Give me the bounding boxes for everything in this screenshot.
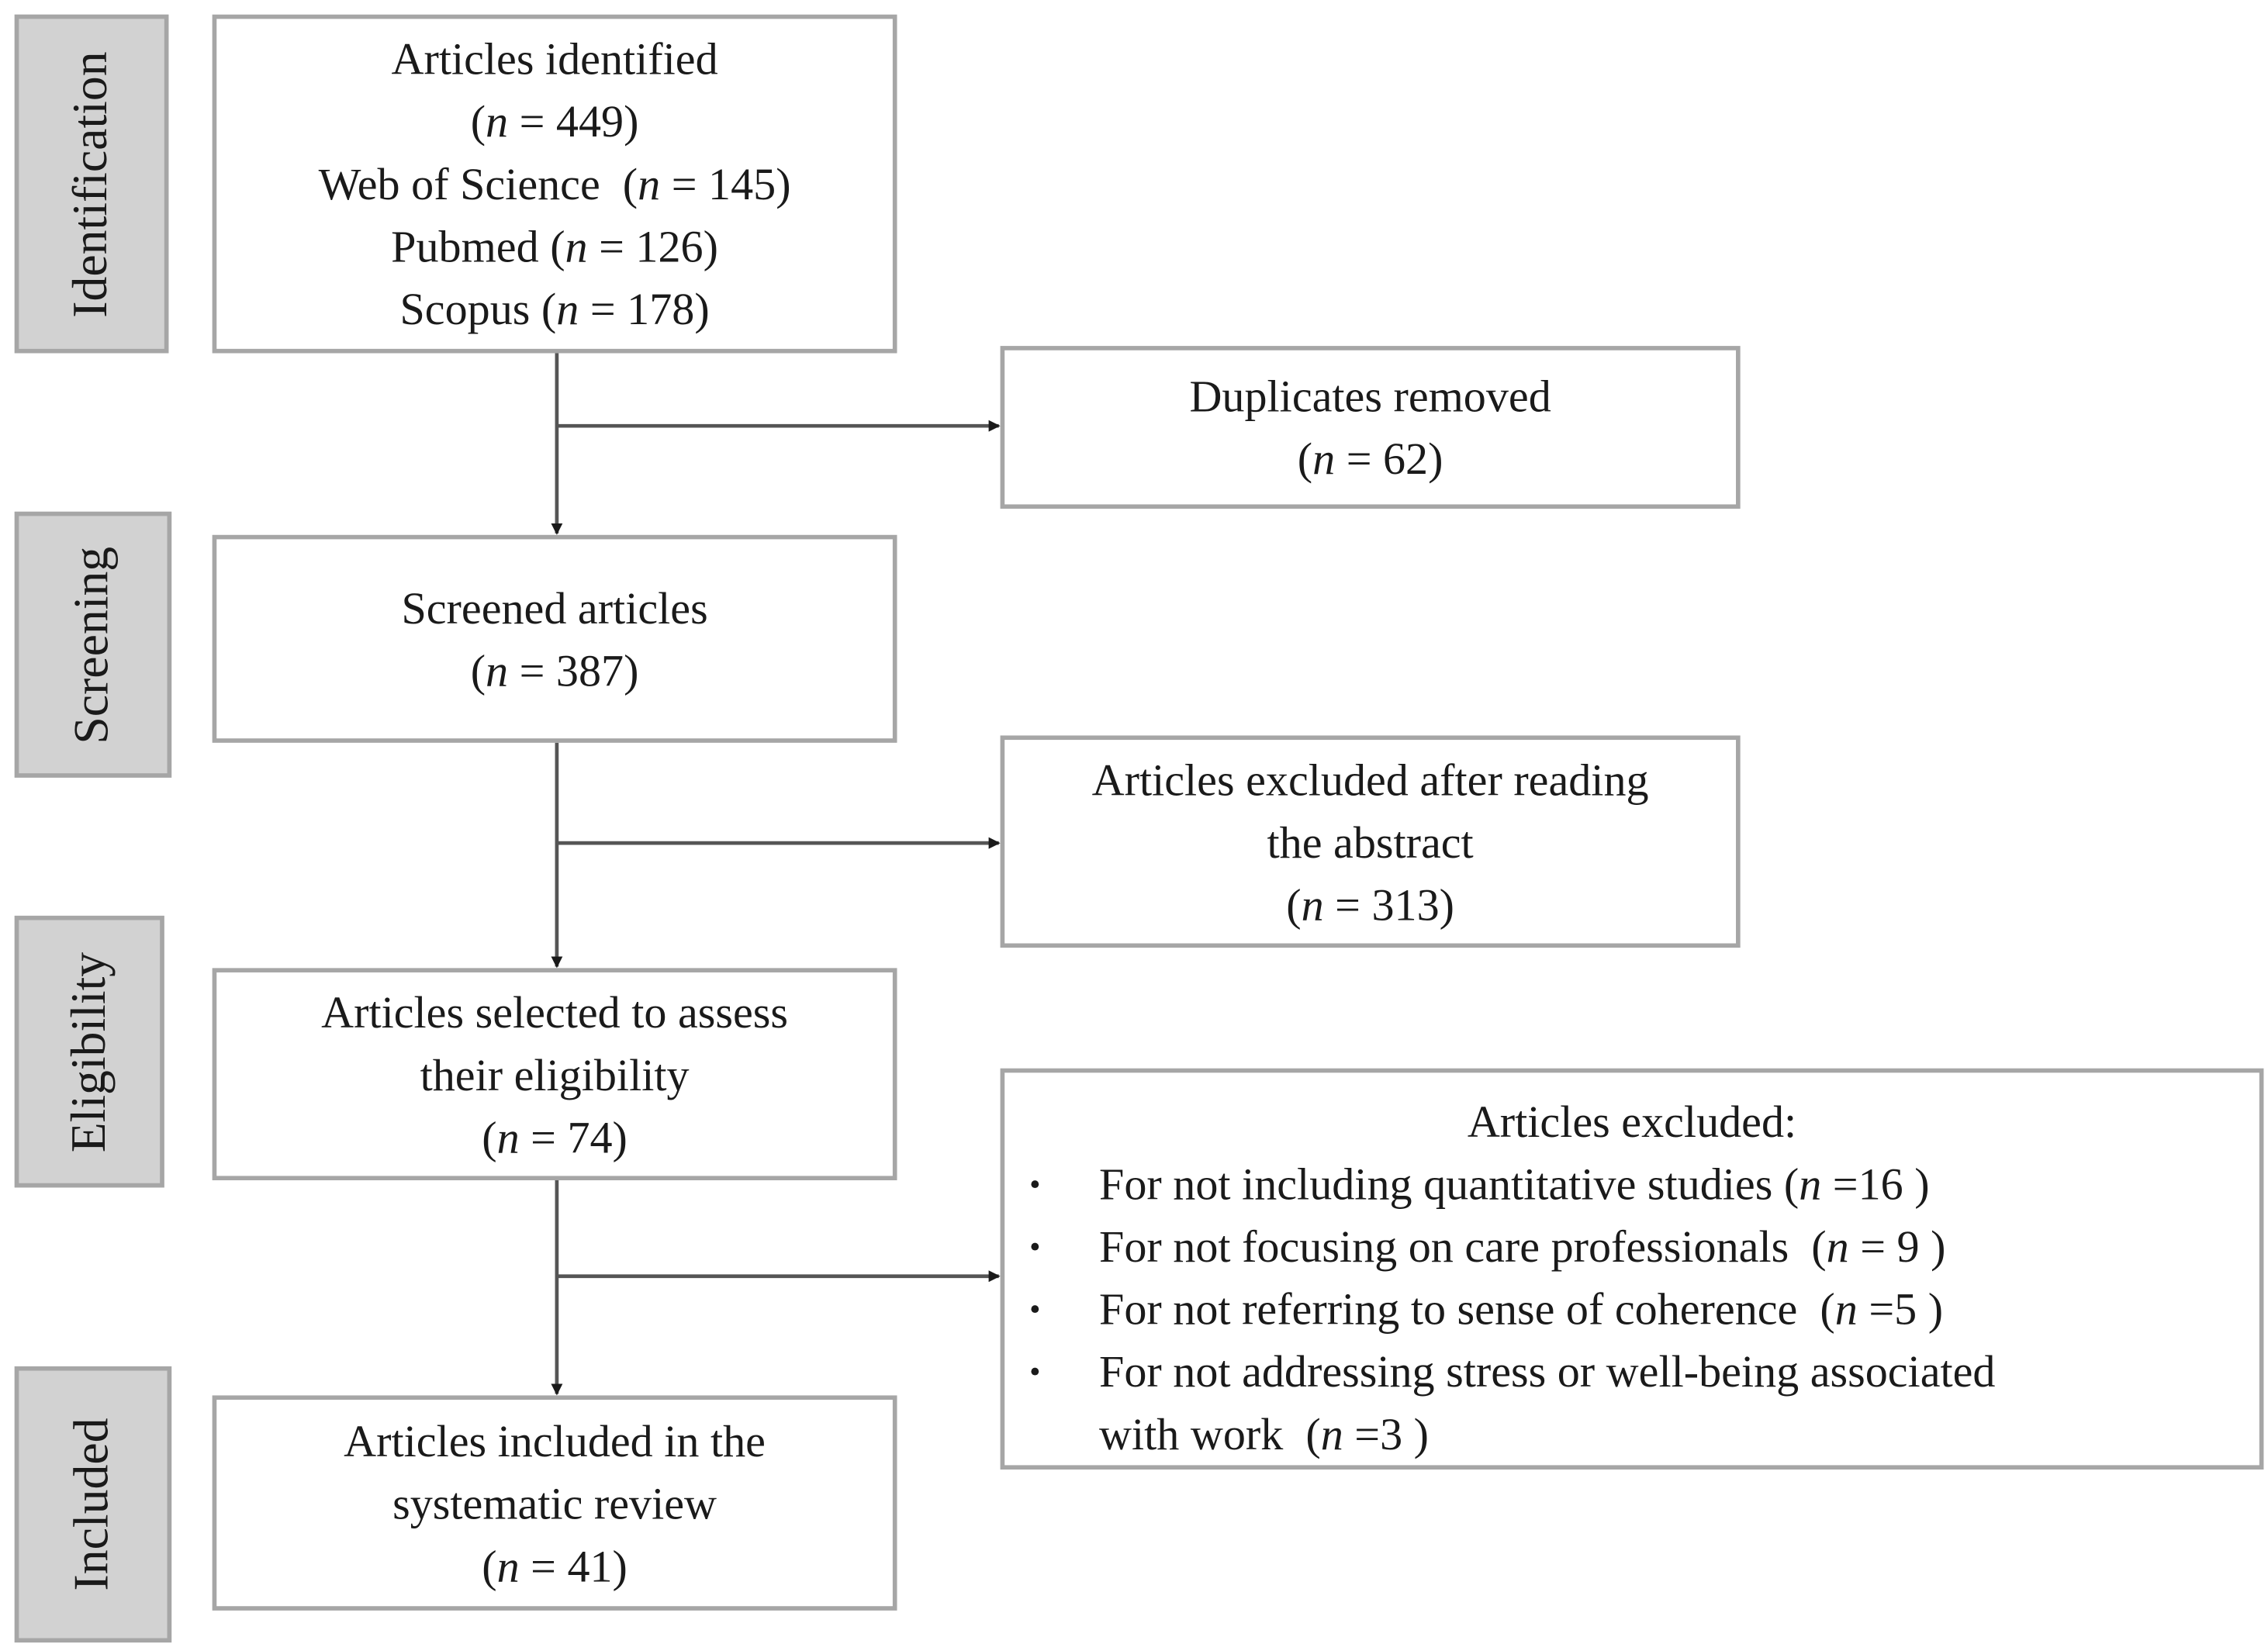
eligibility-line1: Articles selected to assess bbox=[321, 986, 789, 1038]
exclusion-reasons-list: For not including quantitative studies (… bbox=[1004, 1152, 2259, 1465]
duplicates-count: (n = 62) bbox=[1297, 433, 1443, 485]
identified-box: Articles identified (n = 449) Web of Sci… bbox=[212, 14, 897, 354]
eligibility-box: Articles selected to assess their eligib… bbox=[212, 968, 897, 1181]
included-line2: systematic review bbox=[392, 1477, 717, 1528]
phase-screening-label: Screening bbox=[65, 545, 119, 744]
screened-title: Screened articles bbox=[401, 582, 708, 634]
phase-eligibility: Eligibility bbox=[14, 915, 164, 1188]
screened-count: (n = 387) bbox=[470, 644, 639, 696]
exclusion-reason: For not focusing on care professionals (… bbox=[1004, 1215, 2259, 1278]
phase-identification: Identification bbox=[14, 14, 169, 354]
identified-total: (n = 449) bbox=[470, 95, 639, 147]
eligibility-count: (n = 74) bbox=[482, 1110, 628, 1162]
included-count: (n = 41) bbox=[482, 1539, 628, 1591]
excluded-full-title: Articles excluded: bbox=[1467, 1096, 1797, 1147]
source-pubmed: Pubmed (n = 126) bbox=[391, 220, 718, 272]
duplicates-box: Duplicates removed (n = 62) bbox=[1000, 346, 1741, 509]
screened-box: Screened articles (n = 387) bbox=[212, 534, 897, 743]
exclusion-reason: For not including quantitative studies (… bbox=[1004, 1152, 2259, 1215]
phase-included-label: Included bbox=[65, 1418, 119, 1591]
eligibility-line2: their eligibility bbox=[420, 1048, 690, 1100]
source-web-of-science: Web of Science (n = 145) bbox=[318, 158, 791, 209]
phase-included: Included bbox=[14, 1366, 172, 1643]
excluded-abstract-line1: Articles excluded after reading bbox=[1091, 753, 1649, 805]
excluded-abstract-line2: the abstract bbox=[1267, 816, 1474, 868]
duplicates-title: Duplicates removed bbox=[1189, 370, 1551, 422]
exclusion-reason: For not addressing stress or well-being … bbox=[1004, 1340, 2259, 1465]
phase-identification-label: Identification bbox=[64, 50, 118, 317]
identified-title: Articles identified bbox=[391, 33, 718, 85]
excluded-full-box: Articles excluded: For not including qua… bbox=[1000, 1068, 2264, 1470]
source-scopus: Scopus (n = 178) bbox=[399, 283, 710, 335]
exclusion-reason: For not referring to sense of coherence … bbox=[1004, 1278, 2259, 1341]
excluded-abstract-count: (n = 313) bbox=[1286, 879, 1454, 930]
phase-screening: Screening bbox=[14, 511, 172, 778]
included-line1: Articles included in the bbox=[344, 1414, 766, 1466]
phase-eligibility-label: Eligibility bbox=[61, 951, 116, 1152]
included-box: Articles included in the systematic revi… bbox=[212, 1395, 897, 1611]
excluded-abstract-box: Articles excluded after reading the abst… bbox=[1000, 735, 1741, 948]
